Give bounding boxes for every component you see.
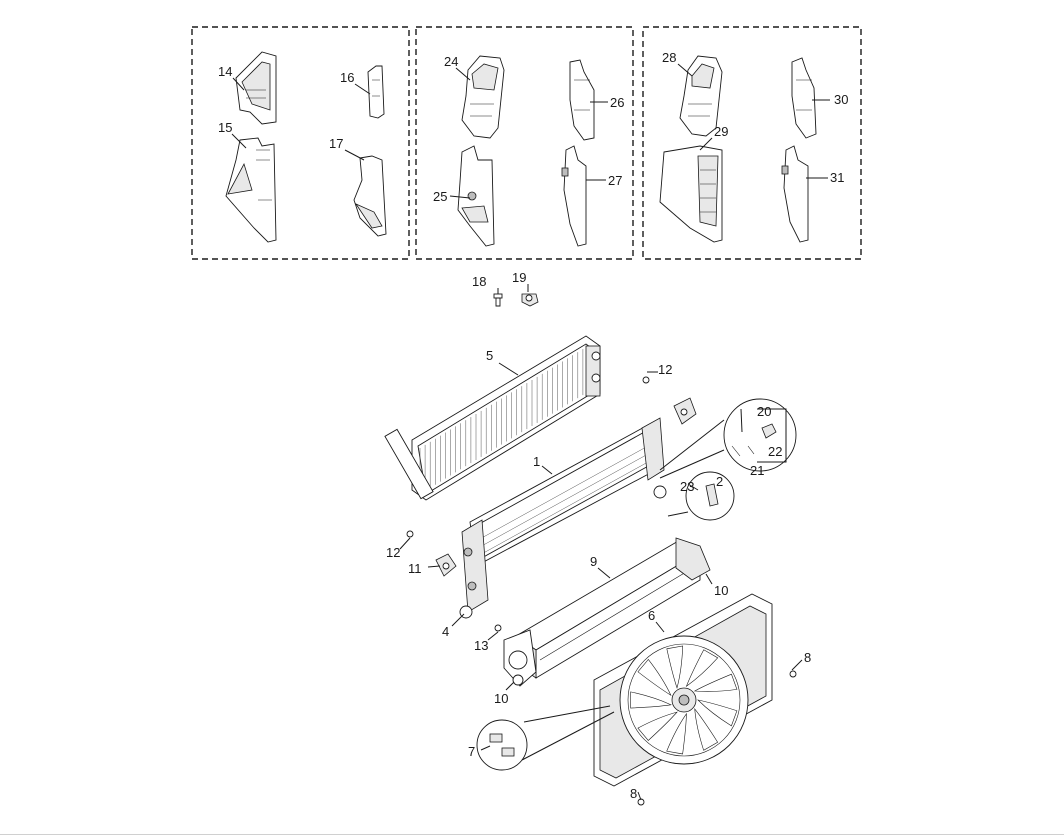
part-11-mount-right — [673, 397, 697, 425]
part-28-deflector — [679, 55, 723, 137]
bottom-divider — [0, 834, 1064, 835]
air-deflector-group-a — [191, 26, 410, 260]
callout-10-lower: 10 — [494, 691, 508, 706]
part-13-bolt — [494, 624, 502, 632]
callout-15: 15 — [218, 120, 232, 135]
part-29-deflector — [659, 145, 723, 243]
callout-13: 13 — [474, 638, 488, 653]
part-6-fan-shroud — [593, 593, 773, 787]
callout-21: 21 — [750, 463, 764, 478]
callout-25: 25 — [433, 189, 447, 204]
part-14-deflector — [235, 51, 277, 125]
air-deflector-group-b — [415, 26, 634, 260]
detail-circle-7 — [476, 719, 528, 771]
part-11-mount-left — [435, 553, 457, 577]
callout-19: 19 — [512, 270, 526, 285]
callout-18: 18 — [472, 274, 486, 289]
part-30-deflector — [791, 57, 817, 139]
detail-circle-20-21-22 — [723, 398, 797, 472]
part-26-deflector — [569, 59, 595, 141]
part-19-clip — [521, 293, 539, 307]
callout-12-upper: 12 — [658, 362, 672, 377]
part-1-radiator — [459, 417, 667, 619]
callout-26: 26 — [610, 95, 624, 110]
part-24-deflector — [461, 55, 505, 139]
callout-8-right: 8 — [804, 650, 811, 665]
part-12-bolt-lower — [406, 530, 414, 538]
part-27-deflector — [561, 145, 587, 247]
part-15-deflector — [225, 137, 277, 243]
part-18-push-pin — [493, 293, 503, 307]
callout-22: 22 — [768, 444, 782, 459]
callout-4: 4 — [442, 624, 449, 639]
callout-31: 31 — [830, 170, 844, 185]
callout-23: 23 — [680, 479, 694, 494]
part-9-charge-air-cooler — [503, 537, 711, 687]
leader-lines — [231, 63, 830, 801]
callout-8-bottom: 8 — [630, 786, 637, 801]
callout-17: 17 — [329, 136, 343, 151]
callout-30: 30 — [834, 92, 848, 107]
callout-16: 16 — [340, 70, 354, 85]
callout-1: 1 — [533, 454, 540, 469]
callout-27: 27 — [608, 173, 622, 188]
part-17-deflector — [353, 155, 387, 237]
part-25-deflector — [457, 145, 495, 247]
callout-12-lower: 12 — [386, 545, 400, 560]
callout-20: 20 — [757, 404, 771, 419]
part-8-bolt-right — [789, 670, 797, 678]
callout-24: 24 — [444, 54, 458, 69]
callout-5: 5 — [486, 348, 493, 363]
part-16-deflector — [367, 65, 385, 119]
callout-2: 2 — [716, 474, 723, 489]
detail-circle-2 — [685, 471, 735, 521]
callout-6: 6 — [648, 608, 655, 623]
callout-9: 9 — [590, 554, 597, 569]
callout-14: 14 — [218, 64, 232, 79]
part-12-bolt-upper — [642, 376, 650, 384]
callout-10-upper: 10 — [714, 583, 728, 598]
callout-7: 7 — [468, 744, 475, 759]
callout-11: 11 — [408, 561, 422, 576]
part-5-condenser — [384, 335, 601, 501]
air-deflector-group-c — [642, 26, 862, 260]
callout-29: 29 — [714, 124, 728, 139]
part-31-deflector — [781, 145, 809, 243]
callout-28: 28 — [662, 50, 676, 65]
